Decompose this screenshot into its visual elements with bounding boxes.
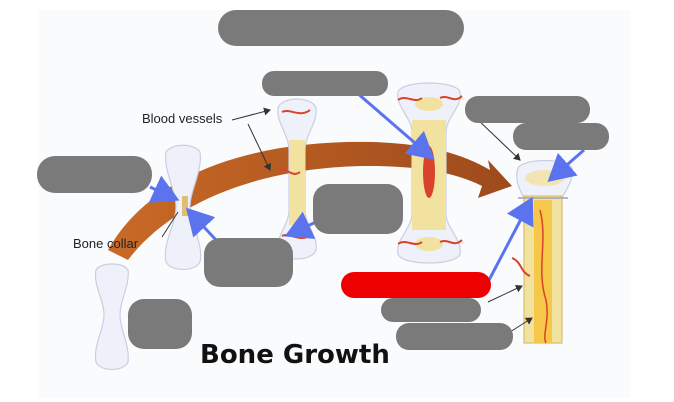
vessel-top-stage3 <box>281 109 311 115</box>
answer-box-5[interactable] <box>513 123 609 150</box>
vessel-mid-stage3 <box>279 168 301 175</box>
epiphysis-center-top <box>415 97 443 111</box>
bone-shaft-stage3 <box>289 140 305 225</box>
pointer-arrow-box-4 <box>547 148 585 182</box>
bone-collar <box>182 196 188 216</box>
answer-box-2[interactable] <box>262 71 388 96</box>
answer-box-11[interactable] <box>396 323 513 350</box>
answer-box-6[interactable] <box>313 184 403 234</box>
blood-vessels-label: Blood vessels <box>142 111 223 126</box>
bone-collar-label: Bone collar <box>73 236 139 251</box>
bone-collar-leader <box>161 211 179 238</box>
pointer-arrow-box-7 <box>185 207 218 242</box>
answer-box-4[interactable] <box>465 96 590 123</box>
answer-box-7[interactable] <box>204 238 293 287</box>
pointer-arrow-box-3 <box>148 175 180 203</box>
answer-box-8[interactable] <box>128 299 192 349</box>
answer-box-3[interactable] <box>37 156 152 193</box>
vessels-leader-2 <box>247 123 272 171</box>
vessel-shaft-stage5 <box>539 209 548 344</box>
answer-box-9-selected[interactable] <box>341 272 491 298</box>
answer-box-1[interactable] <box>218 10 464 46</box>
pointer-arrow-box-6 <box>284 211 317 239</box>
diagram-title: Bone Growth <box>200 340 390 370</box>
answer-box-10[interactable] <box>381 298 481 322</box>
box-11-leader <box>509 317 533 333</box>
vessels-leader-1 <box>231 107 271 121</box>
box-10-leader <box>487 284 523 303</box>
vessel-side-stage5 <box>511 257 531 277</box>
vessel-top-left-stage4 <box>397 97 423 101</box>
growth-direction-arrow <box>108 141 512 260</box>
vessel-bottom-right-stage4 <box>439 239 463 245</box>
marrow-cavity-stage5 <box>534 200 552 343</box>
pointer-arrow-box-9 <box>486 196 534 283</box>
box-5-leader <box>475 117 521 161</box>
cartilage-model-stage1 <box>94 263 129 371</box>
epiphysis-center-bottom <box>415 237 443 251</box>
pointer-arrow-box-2 <box>355 90 435 160</box>
vessel-top-right-stage4 <box>439 95 463 101</box>
vessel-bottom-left-stage4 <box>397 241 423 245</box>
